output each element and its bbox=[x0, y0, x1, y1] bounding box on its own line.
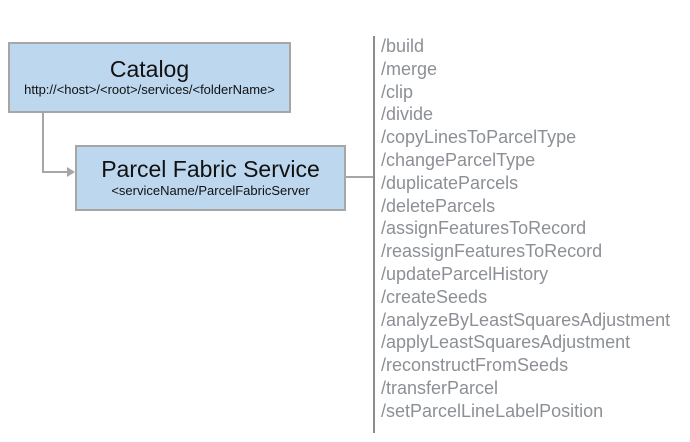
operation-item: /assignFeaturesToRecord bbox=[381, 218, 587, 239]
connector-catalog-vertical bbox=[42, 113, 44, 173]
operation-item: /setParcelLineLabelPosition bbox=[381, 400, 604, 421]
parcel-fabric-service-node: Parcel Fabric Service <serviceName/Parce… bbox=[75, 145, 346, 211]
operation-item: /changeParcelType bbox=[381, 149, 536, 170]
operation-item: /transferParcel bbox=[381, 377, 499, 398]
operation-item: /duplicateParcels bbox=[381, 172, 519, 193]
operation-item: /reconstructFromSeeds bbox=[381, 355, 569, 376]
operation-item: /clip bbox=[381, 81, 414, 102]
connector-catalog-horizontal bbox=[42, 171, 68, 173]
catalog-node-title: Catalog bbox=[109, 55, 190, 82]
service-node-title: Parcel Fabric Service bbox=[101, 156, 320, 183]
operation-item: /divide bbox=[381, 104, 434, 125]
catalog-node: Catalog http://<host>/<root>/services/<f… bbox=[8, 42, 291, 113]
operation-item: /deleteParcels bbox=[381, 195, 496, 216]
operation-item: /createSeeds bbox=[381, 286, 488, 307]
connector-service-horizontal bbox=[346, 176, 373, 178]
arrowhead-icon bbox=[67, 167, 75, 177]
operation-item: /updateParcelHistory bbox=[381, 263, 549, 284]
operation-item: /merge bbox=[381, 58, 438, 79]
catalog-node-url: http://<host>/<root>/services/<folderNam… bbox=[24, 82, 275, 98]
operation-item: /applyLeastSquaresAdjustment bbox=[381, 332, 631, 353]
operations-separator-line bbox=[373, 36, 375, 433]
operation-item: /analyzeByLeastSquaresAdjustment bbox=[381, 309, 671, 330]
operations-list: /build/merge/clip/divide/copyLinesToParc… bbox=[381, 35, 686, 423]
operation-item: /reassignFeaturesToRecord bbox=[381, 241, 603, 262]
operation-item: /copyLinesToParcelType bbox=[381, 127, 577, 148]
operation-item: /build bbox=[381, 36, 425, 56]
service-node-url: <serviceName/ParcelFabricServer bbox=[111, 182, 310, 198]
